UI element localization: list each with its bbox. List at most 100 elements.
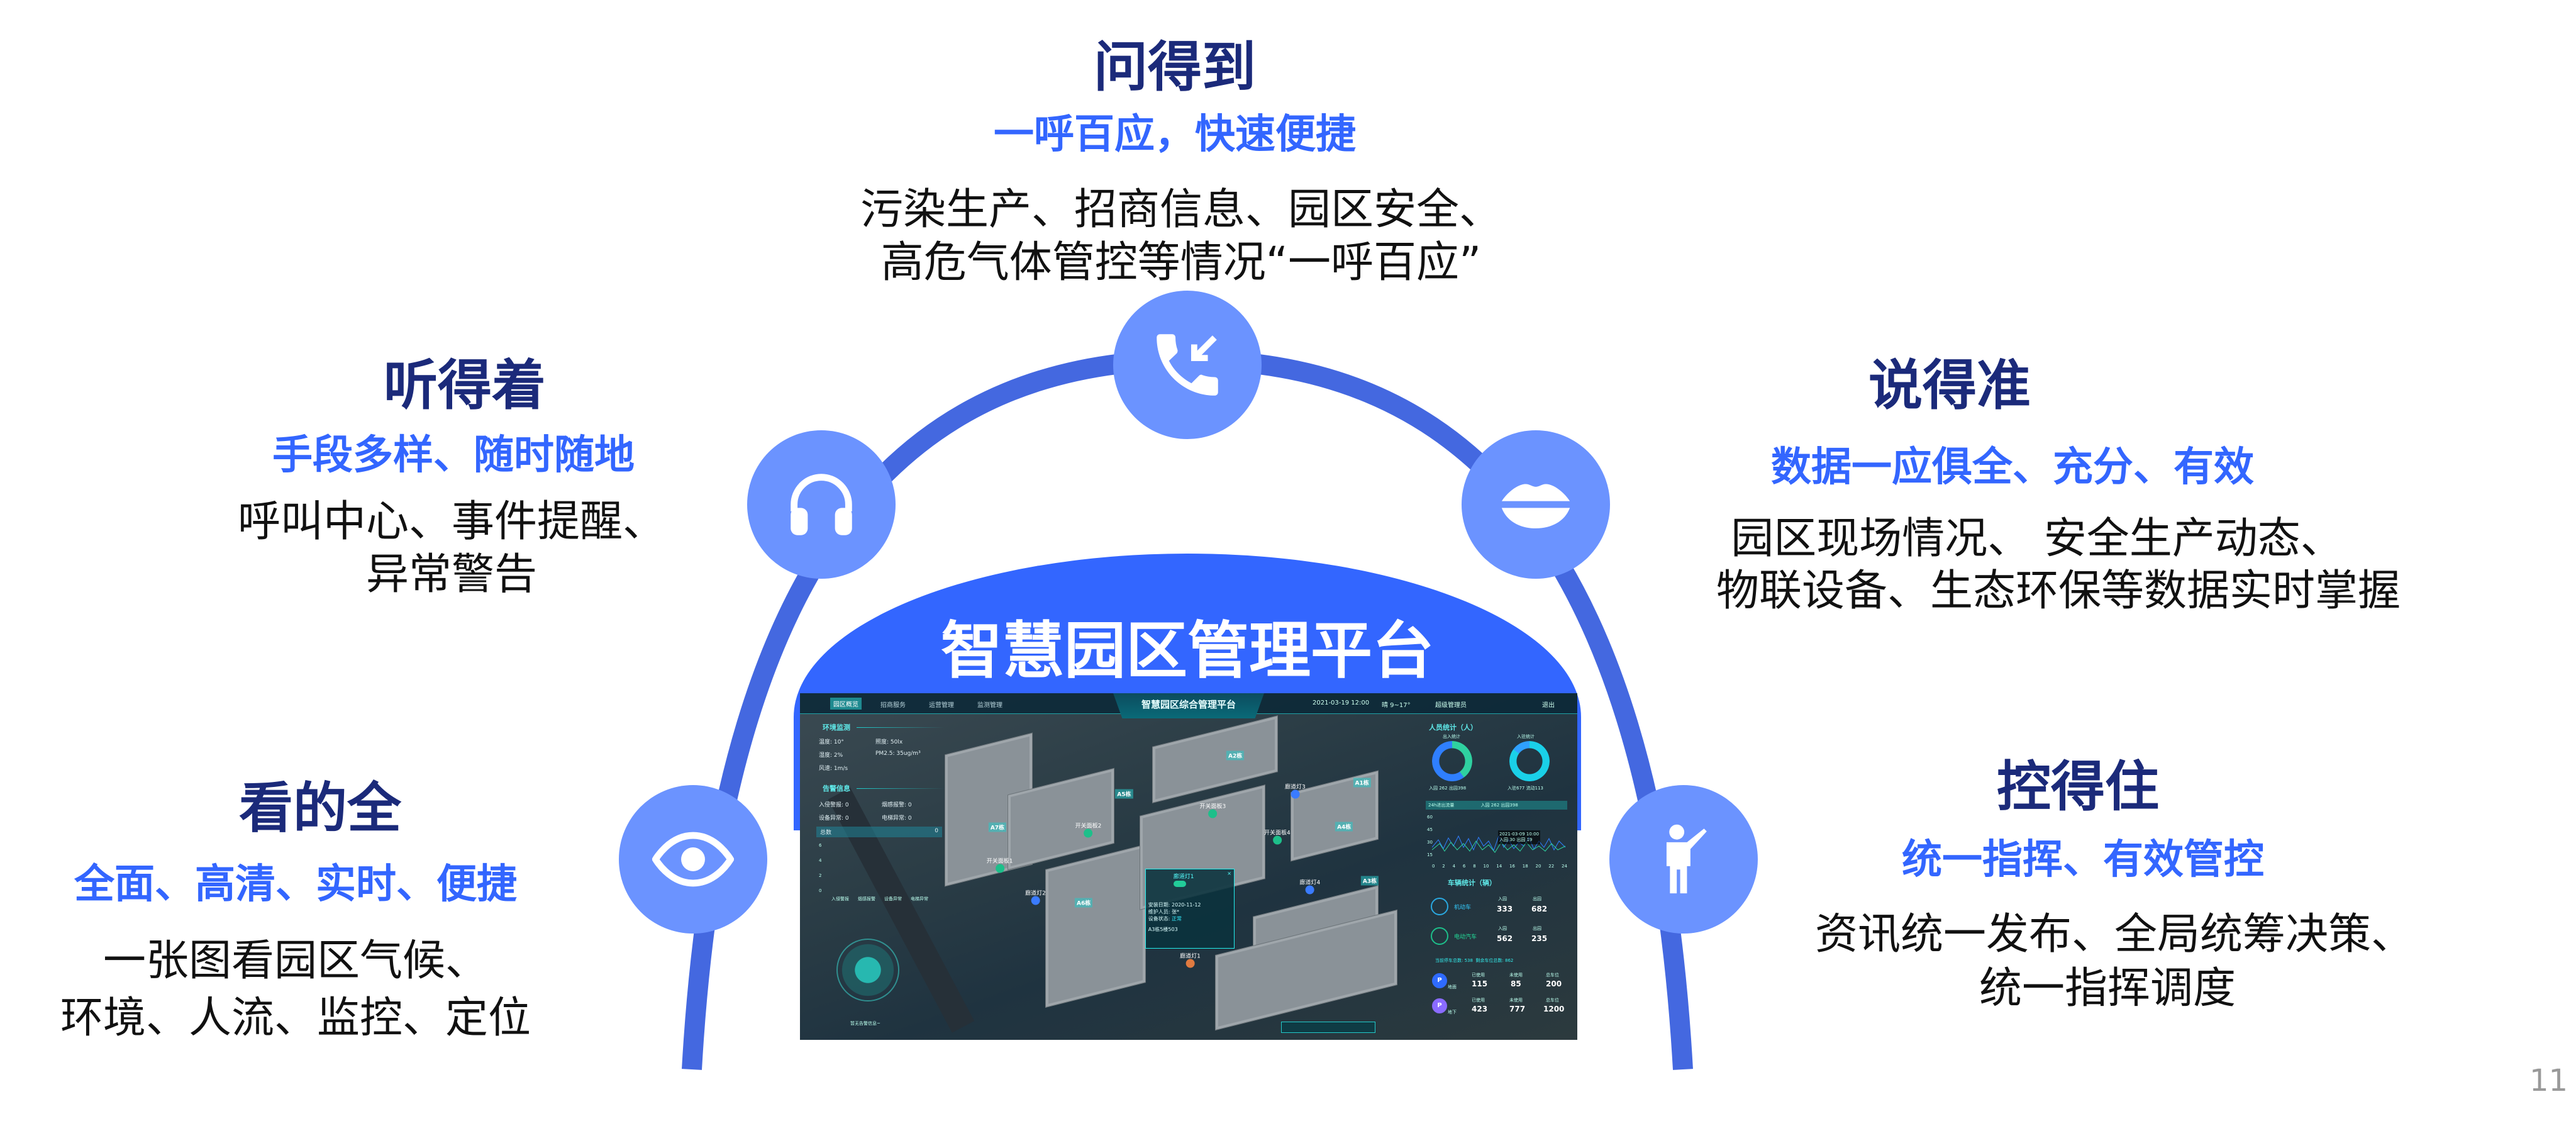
alert-device: 设备异常: 0 xyxy=(819,815,849,822)
parking-underground-icon: P xyxy=(1432,998,1447,1013)
building-label[interactable]: A6栋 xyxy=(1075,898,1093,908)
datetime: 2021-03-19 12:00 xyxy=(1313,700,1370,706)
flow-header: 24h进出流量 入园 262 出园398 xyxy=(1426,801,1567,810)
dashboard-header: 园区概览 招商服务 运营管理 监测管理 智慧园区综合管理平台 2021-03-1… xyxy=(800,693,1577,718)
headphones-icon xyxy=(747,430,896,579)
vehicle-in: 333 xyxy=(1497,905,1513,913)
lower-left-line-1: 一张图看园区气候、 xyxy=(103,936,489,986)
legend-item: 出园398 xyxy=(1501,803,1518,808)
building xyxy=(1045,844,1146,1008)
alert-total-value: 0 xyxy=(935,828,938,834)
parking-capacity: 1200 xyxy=(1543,1005,1565,1013)
nav-tab-monitoring[interactable]: 监测管理 xyxy=(977,702,1002,709)
nav-tab-investment[interactable]: 招商服务 xyxy=(880,702,906,709)
weather: 晴 9~17° xyxy=(1382,702,1411,709)
lamp-icon xyxy=(1305,885,1314,895)
flow-xtick: 20 xyxy=(1535,864,1541,869)
light-marker[interactable]: 廊道灯4 xyxy=(1299,878,1320,895)
upper-left-line-1: 呼叫中心、事件提醒、 xyxy=(237,497,666,547)
toggle-switch[interactable] xyxy=(1173,881,1186,888)
col-label: 总车位 xyxy=(1546,998,1559,1003)
flow-xtick: 16 xyxy=(1509,864,1515,869)
col-label: 总车位 xyxy=(1546,973,1559,978)
alert-ytick: 4 xyxy=(819,858,822,863)
shield-check-icon xyxy=(836,939,899,1001)
chart-label: 入驻统计 xyxy=(1517,734,1535,739)
panel-marker[interactable]: 开关面板3 xyxy=(1199,801,1226,818)
switch-panel-icon xyxy=(1272,835,1282,845)
flow-ytick: 15 xyxy=(1427,852,1433,857)
alert-total-label: 总数 xyxy=(820,830,832,836)
vehicles-title: 车辆统计（辆） xyxy=(1448,879,1496,887)
env-pm25: PM2.5: 35ug/m³ xyxy=(875,750,921,757)
top-subtitle: 一呼百应，快速便捷 xyxy=(994,111,1356,158)
map-toolbar[interactable] xyxy=(1281,1022,1375,1033)
device-popup: 廊道灯1 × 安装日期: 2020-11-12 维护人员: 张* 设备状态: 正… xyxy=(1145,869,1235,949)
alert-category: 电梯异常 xyxy=(911,896,928,901)
alert-total-bar: 总数 0 xyxy=(816,827,942,837)
upper-right-title: 说得准 xyxy=(1868,354,2031,417)
building-label[interactable]: A3栋 xyxy=(1360,876,1379,886)
parking-ground-icon: P xyxy=(1432,973,1447,988)
legend-item: 入园 262 xyxy=(1480,803,1500,808)
lamp-icon xyxy=(1291,789,1300,799)
building-label[interactable]: A1栋 xyxy=(1353,778,1371,788)
panel-label: 开关面板1 xyxy=(986,858,1013,865)
flow-ytick: 60 xyxy=(1427,815,1433,820)
alert-intrusion: 入侵警报: 0 xyxy=(819,802,849,808)
parking-summary: 当前停车总数: 538 剩余车位总数: 862 xyxy=(1435,957,1513,964)
flow-xtick: 6 xyxy=(1462,864,1466,869)
nav-tab-operation[interactable]: 运营管理 xyxy=(929,702,954,709)
car-icon xyxy=(1431,898,1448,915)
parking-capacity: 200 xyxy=(1546,979,1562,988)
lamp-icon xyxy=(1031,896,1040,905)
logout-button[interactable]: 退出 xyxy=(1542,702,1555,709)
alert-ytick: 2 xyxy=(819,873,822,878)
parking-unused: 85 xyxy=(1511,979,1521,988)
light-label: 廊道灯1 xyxy=(1180,953,1201,960)
vehicle-out: 235 xyxy=(1531,934,1548,943)
flow-xtick: 0 xyxy=(1432,864,1435,869)
user-name[interactable]: 超级管理员 xyxy=(1435,702,1467,709)
close-icon[interactable]: × xyxy=(1227,871,1231,877)
vehicle-type: 电动汽车 xyxy=(1454,934,1477,940)
flow-xtick: 22 xyxy=(1548,864,1555,869)
legend-item: 流动113 xyxy=(1526,786,1543,791)
upper-right-line-1: 园区现场情况、 安全生产动态、 xyxy=(1731,514,2343,564)
vehicle-type: 机动车 xyxy=(1454,905,1472,911)
panel-marker[interactable]: 开关面板2 xyxy=(1075,821,1101,838)
phone-incoming-icon xyxy=(1113,291,1262,439)
light-marker[interactable]: 廊道灯2 xyxy=(1025,888,1046,905)
divider xyxy=(857,788,945,789)
building-label[interactable]: A2栋 xyxy=(1226,750,1245,761)
col-label: 已使用 xyxy=(1472,973,1485,978)
light-marker[interactable]: 廊道灯1 xyxy=(1180,952,1201,968)
popup-title: 廊道灯1 xyxy=(1173,874,1194,881)
top-line-2: 高危气体管控等情况“一呼百应” xyxy=(880,238,1482,287)
env-wind: 风速: 1m/s xyxy=(819,766,848,772)
upper-left-title: 听得着 xyxy=(384,354,546,417)
panel-marker[interactable]: 开关面板4 xyxy=(1264,828,1291,845)
light-marker[interactable]: 廊道灯3 xyxy=(1284,783,1306,799)
building-label[interactable]: A4栋 xyxy=(1335,822,1353,832)
in-out-donut xyxy=(1432,741,1472,781)
panel-marker[interactable]: 开关面板1 xyxy=(986,857,1013,873)
light-label: 廊道灯3 xyxy=(1284,784,1306,791)
flow-ytick: 30 xyxy=(1427,840,1433,845)
parking-free: 剩余车位总数: 862 xyxy=(1475,958,1514,963)
vehicle-out: 682 xyxy=(1531,905,1548,913)
building-label[interactable]: A5栋 xyxy=(1115,789,1133,799)
dashboard-screenshot: 园区概览 招商服务 运营管理 监测管理 智慧园区综合管理平台 2021-03-1… xyxy=(800,693,1577,1040)
lower-left-line-2: 环境、人流、监控、定位 xyxy=(60,993,531,1043)
tooltip-value: 出园 19 xyxy=(1516,837,1533,842)
legend-item: 入驻677 xyxy=(1507,786,1525,791)
flow-xtick: 10 xyxy=(1483,864,1489,869)
building-label[interactable]: A7栋 xyxy=(988,822,1007,832)
alert-empty-text: 暂无告警信息~ xyxy=(850,1021,880,1026)
col-label: 已使用 xyxy=(1472,998,1485,1003)
nav-tab-overview[interactable]: 园区概览 xyxy=(830,698,862,710)
flow-out-line xyxy=(1432,840,1566,853)
flow-ytick: 45 xyxy=(1427,827,1433,832)
popup-date: 安装日期: 2020-11-12 xyxy=(1148,902,1201,908)
